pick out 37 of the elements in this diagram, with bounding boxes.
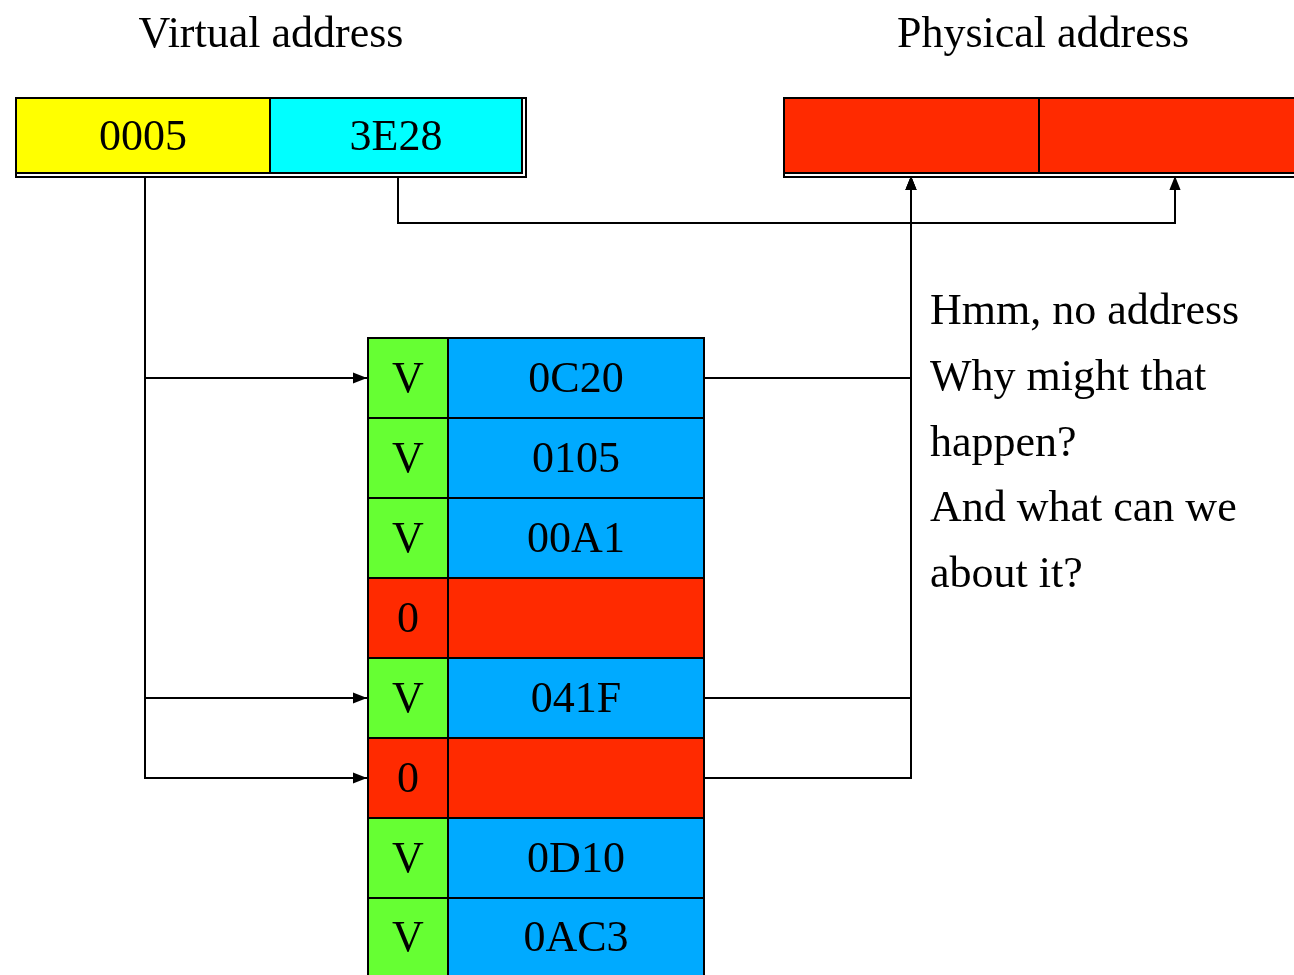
register-heading: Virtual address bbox=[137, 7, 405, 58]
cell-value: V bbox=[392, 836, 424, 880]
table-cell bbox=[367, 417, 449, 499]
cell-value: V bbox=[392, 676, 424, 720]
note-text: Hmm, no address Why might that happen? bbox=[930, 284, 1241, 468]
table-cell bbox=[367, 737, 449, 819]
cell-value: 00A1 bbox=[527, 516, 625, 560]
cell-value: 0D10 bbox=[527, 836, 625, 880]
table-cell bbox=[447, 897, 705, 975]
cell-value: 3E28 bbox=[349, 113, 443, 158]
cell-value: V bbox=[392, 436, 424, 480]
table-cell bbox=[447, 497, 705, 579]
table-cell bbox=[367, 817, 449, 899]
table-cell bbox=[15, 97, 271, 174]
arrow bbox=[397, 175, 1181, 224]
cell-value: 0 bbox=[397, 756, 419, 800]
table-cell bbox=[447, 657, 705, 739]
table-cell bbox=[367, 897, 449, 975]
table-cell bbox=[269, 97, 523, 174]
cell-value: 0C20 bbox=[528, 356, 624, 400]
table-cell bbox=[367, 337, 449, 419]
table-cell bbox=[447, 337, 705, 419]
cell-value: V bbox=[392, 915, 424, 959]
table-cell bbox=[447, 817, 705, 899]
cell-value: V bbox=[392, 356, 424, 400]
cell-value: V bbox=[392, 516, 424, 560]
cell-value: 0105 bbox=[532, 436, 620, 480]
table-cell bbox=[447, 417, 705, 499]
cell-value: 041F bbox=[530, 676, 622, 720]
table-cell bbox=[367, 497, 449, 579]
cell-value: 0AC3 bbox=[523, 915, 629, 959]
table-cell bbox=[367, 577, 449, 659]
cell-value: 0 bbox=[397, 596, 419, 640]
cell-value: 0005 bbox=[99, 113, 187, 158]
note-text: And what can we about it? bbox=[930, 481, 1238, 599]
table-cell bbox=[367, 657, 449, 739]
register-heading: Physical address bbox=[895, 7, 1191, 58]
